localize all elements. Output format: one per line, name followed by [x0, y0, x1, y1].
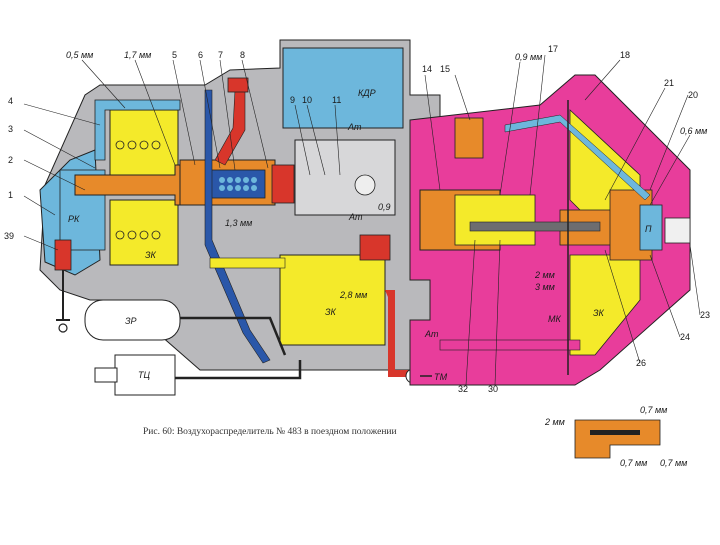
leader-lines — [23, 54, 701, 386]
label-18: 18 — [620, 50, 630, 60]
yellow-inner-right — [454, 194, 536, 246]
label-24: 24 — [680, 332, 690, 342]
red-line-to-tm — [385, 290, 420, 377]
dim-0-9: 0,9 — [378, 202, 391, 212]
white-plug-23 — [664, 217, 691, 244]
dim-0-9mm: 0,9 мм — [515, 52, 542, 62]
yellow-chamber-center — [279, 254, 386, 346]
zone-kdr: КДР — [358, 88, 376, 98]
dim-2-8mm: 2,8 мм — [339, 290, 367, 300]
label-8: 8 — [240, 50, 245, 60]
spring-coils-upper — [115, 140, 161, 240]
figure-caption: Рис. 60: Воздухораспределитель № 483 в п… — [143, 427, 397, 437]
label-30: 30 — [488, 384, 498, 394]
valve-15 — [454, 117, 484, 159]
blue-channel-right — [504, 114, 651, 201]
yellow-strip — [209, 257, 286, 269]
red-connector — [359, 234, 391, 261]
zone-at-center: Ат — [348, 212, 363, 222]
inset-detail — [574, 419, 661, 459]
zone-zk-center: ЗК — [325, 307, 337, 317]
magenta-lower-channel — [439, 339, 581, 351]
label-21: 21 — [664, 78, 674, 88]
label-9: 9 — [290, 95, 295, 105]
label-26: 26 — [636, 358, 646, 368]
inner-port — [354, 174, 376, 196]
label-20: 20 — [688, 90, 698, 100]
dim-1-7mm: 1,7 мм — [124, 50, 151, 60]
zone-zk-right: ЗК — [593, 308, 605, 318]
dim-1-3mm: 1,3 мм — [225, 218, 252, 228]
label-14: 14 — [422, 64, 432, 74]
label-2: 2 — [8, 155, 13, 165]
label-3: 3 — [8, 124, 13, 134]
label-5: 5 — [172, 50, 177, 60]
pipe-zr — [180, 316, 287, 356]
label-4: 4 — [8, 96, 13, 106]
red-top-fitting — [227, 77, 249, 93]
dim-0-6mm: 0,6 мм — [680, 126, 707, 136]
label-1: 1 — [8, 190, 13, 200]
blue-chamber-kdr — [282, 47, 404, 129]
label-23: 23 — [700, 310, 710, 320]
label-39: 39 — [4, 231, 14, 241]
label-11: 11 — [332, 95, 341, 105]
dim-inset-2mm: 2 мм — [544, 417, 565, 427]
gray-inner-block — [294, 139, 396, 216]
valve-core-dots — [219, 177, 257, 191]
zone-zr: ЗР — [125, 316, 137, 326]
tc-cylinder — [114, 354, 176, 396]
handle-39-knob — [58, 323, 68, 333]
dim-2mm-small: 2 мм — [534, 270, 555, 280]
blue-valve-core — [209, 169, 266, 199]
tc-rod — [94, 367, 118, 383]
dim-3mm-small: 3 мм — [535, 282, 555, 292]
dim-inset-0-7mm-top: 0,7 мм — [640, 405, 667, 415]
label-6: 6 — [198, 50, 203, 60]
blue-channel-top — [94, 99, 181, 161]
dim-0-5mm: 0,5 мм — [66, 50, 93, 60]
red-valve-seat — [271, 164, 295, 204]
blue-pipe — [204, 89, 271, 364]
zone-p: П — [645, 224, 652, 234]
gray-rod-right — [469, 221, 601, 232]
label-7: 7 — [218, 50, 223, 60]
label-10: 10 — [302, 95, 312, 105]
zone-tc: ТЦ — [138, 370, 150, 380]
pipe-tc — [175, 360, 302, 380]
label-15: 15 — [440, 64, 450, 74]
blue-cap-p — [639, 204, 663, 251]
zone-tm: ТМ — [434, 372, 448, 382]
inset-slot — [590, 430, 640, 435]
zone-zk-left: ЗК — [145, 250, 157, 260]
zr-reservoir — [84, 299, 181, 341]
zone-at-top: Ат — [347, 122, 362, 132]
label-17: 17 — [548, 44, 558, 54]
label-32: 32 — [458, 384, 468, 394]
dim-inset-0-7mm-left: 0,7 мм — [620, 458, 647, 468]
zone-mk: МК — [548, 314, 561, 324]
handle-39-lever — [56, 270, 70, 321]
dim-inset-0-7mm-right: 0,7 мм — [660, 458, 687, 468]
zone-at-bottom: Ат — [424, 329, 439, 339]
handle-39-body — [54, 239, 72, 271]
zone-rk: РК — [68, 214, 80, 224]
